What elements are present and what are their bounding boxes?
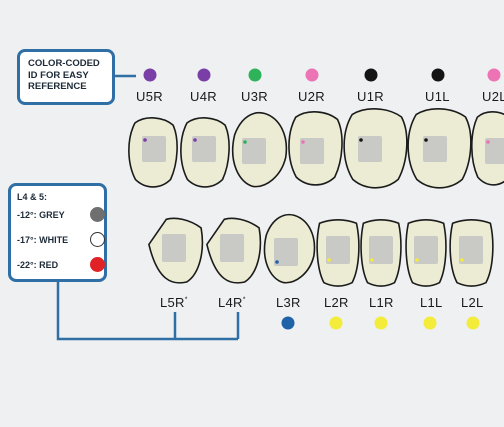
lower-color-dot-l2r [329,316,343,330]
bracket-id-dot-l1l [415,258,419,262]
bracket-id-dot-l1r [370,258,374,262]
bracket-u5r [142,136,166,162]
bracket-id-dot-u1r [359,138,363,142]
legend-row-red: -22°: RED [17,257,105,275]
bracket-u1l [423,136,447,162]
legend-label-white: -17°: WHITE [17,235,69,245]
grey-dot-icon [90,207,105,222]
bracket-u2l [485,138,504,164]
legend-callout: L4 & 5: -12°: GREY -17°: WHITE -22°: RED [8,183,107,282]
bracket-u2r [300,138,324,164]
bracket-l2r [326,236,350,264]
legend-row-grey: -12°: GREY [17,207,105,225]
upper-color-dot-u2r [305,68,319,82]
bracket-id-dot-u1l [424,138,428,142]
callout-connector-left [56,282,240,341]
tooth-label-l2l: L2L [461,295,484,310]
callout-line-2: ID FOR EASY [28,69,89,81]
bracket-id-dot-u2l [486,140,490,144]
upper-color-dot-u2l [487,68,501,82]
upper-color-dot-u3r [248,68,262,82]
bracket-l1l [414,236,438,264]
tooth-label-u4r: U4R [190,89,217,104]
legend-row-white: -17°: WHITE [17,232,105,250]
bracket-id-dot-u5r [143,138,147,142]
bracket-id-dot-u3r [243,140,247,144]
tooth-label-l3r: L3R [276,295,301,310]
bracket-u3r [242,138,266,164]
tooth-label-l4r: L4R* [218,295,246,310]
tooth-label-u2r: U2R [298,89,325,104]
bracket-id-dot-u2r [301,140,305,144]
red-dot-icon [90,257,105,272]
legend-title: L4 & 5: [17,192,48,202]
upper-color-dot-u5r [143,68,157,82]
bracket-id-dot-l2r [327,258,331,262]
tooth-label-u5r: U5R [136,89,163,104]
tooth-label-u3r: U3R [241,89,268,104]
upper-color-dot-u1l [431,68,445,82]
legend-label-red: -22°: RED [17,260,59,270]
lower-color-dot-l2l [466,316,480,330]
bracket-l2l [459,236,483,264]
upper-color-dot-u1r [364,68,378,82]
upper-color-dot-u4r [197,68,211,82]
bracket-id-dot-l2l [460,258,464,262]
lower-color-dot-l1l [423,316,437,330]
lower-color-dot-l1r [374,316,388,330]
tooth-label-l2r: L2R [324,295,349,310]
legend-label-grey: -12°: GREY [17,210,65,220]
bracket-u1r [358,136,382,162]
tooth-label-l1l: L1L [420,295,443,310]
bracket-u4r [192,136,216,162]
bracket-id-dot-u4r [193,138,197,142]
callout-line-3: REFERENCE [28,81,87,92]
tooth-label-u2l: U2L [482,89,504,104]
callout-line-1: COLOR-CODED [28,58,100,69]
bracket-l5r [162,234,186,262]
bracket-l1r [369,236,393,264]
lower-color-dot-l3r [281,316,295,330]
bracket-id-dot-l3r [275,260,279,264]
tooth-label-u1l: U1L [425,89,450,104]
color-coded-callout: COLOR-CODED ID FOR EASY REFERENCE [17,49,115,105]
tooth-label-l5r: L5R* [160,295,188,310]
bracket-l4r [220,234,244,262]
tooth-label-u1r: U1R [357,89,384,104]
white-dot-icon [90,232,105,247]
tooth-label-l1r: L1R [369,295,394,310]
bracket-l3r [274,238,298,266]
